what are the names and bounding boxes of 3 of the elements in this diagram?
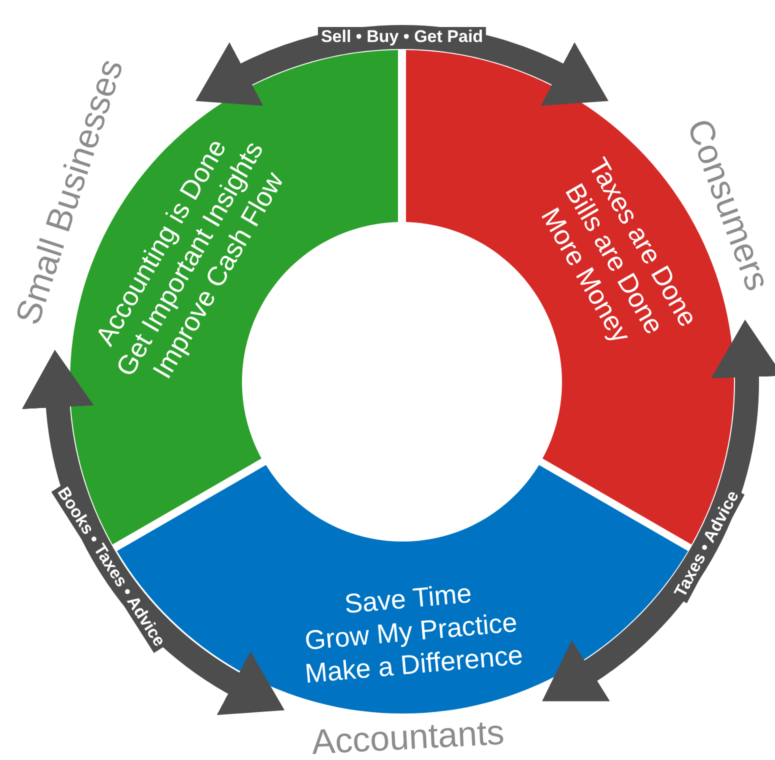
group-title: Accountants <box>310 712 506 760</box>
edge-label: Sell • Buy • Get Paid <box>318 27 486 47</box>
segment-text: Save Time <box>342 576 473 619</box>
